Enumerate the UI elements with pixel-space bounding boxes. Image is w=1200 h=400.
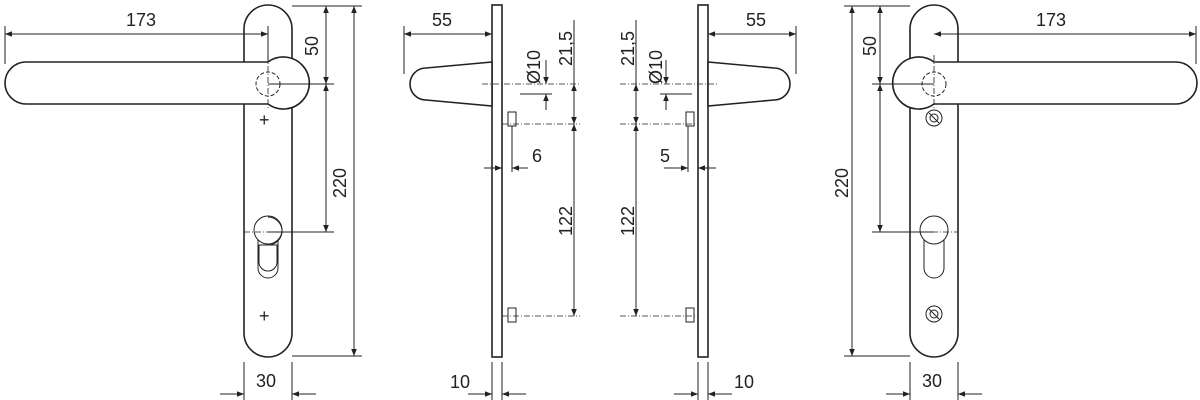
screw-head-right-top	[925, 109, 943, 127]
dim-label-projection-right: 55	[746, 10, 766, 30]
side-view-right: 55 21,5 Ø10 5 122 10	[618, 4, 797, 400]
side-lever-left	[409, 61, 493, 107]
dim-label-plate-length-right: 220	[832, 168, 852, 198]
dim-label-spindle-offset-right: 21,5	[618, 31, 638, 66]
dim-label-lever-length-right: 173	[1036, 10, 1066, 30]
dim-label-plate-thickness-right: 10	[734, 372, 754, 392]
screw-mark-left-top: +	[259, 110, 270, 130]
dim-label-screw-spacing-left: 122	[556, 206, 576, 236]
dim-label-plate-width-left: 30	[256, 371, 276, 391]
screw-head-right-bottom	[925, 305, 943, 323]
side-screw-top-right	[685, 111, 695, 127]
dim-label-screw-offset-left: 6	[532, 146, 542, 166]
dim-label-projection-left: 55	[432, 10, 452, 30]
dim-label-handle-offset-left: 50	[302, 36, 322, 56]
cylinder-hole-top-left	[253, 215, 283, 245]
cylinder-hole-top-right	[919, 215, 949, 245]
screw-mark-left-bottom: +	[259, 306, 270, 326]
front-view-right: 173 50 220 30	[832, 4, 1198, 400]
side-plate-left	[491, 4, 503, 358]
cylinder-keyhole-left	[258, 216, 283, 272]
lever-handle-left	[4, 56, 311, 110]
side-lever-right	[707, 61, 791, 107]
dim-label-spindle-offset-left: 21,5	[556, 31, 576, 66]
dim-label-spindle-diameter-left: Ø10	[524, 50, 544, 84]
front-view-left: + + 173 50 220 30	[4, 4, 362, 400]
dim-label-spindle-diameter-right: Ø10	[646, 50, 666, 84]
dim-label-lever-length-left: 173	[126, 10, 156, 30]
side-screw-bottom-left	[507, 307, 517, 323]
dim-label-screw-offset-right: 5	[660, 146, 670, 166]
cylinder-slot-left	[257, 240, 279, 279]
dim-label-plate-length-left: 220	[330, 168, 350, 198]
dim-label-plate-width-right: 30	[922, 371, 942, 391]
side-plate-right	[697, 4, 709, 358]
side-view-left: 55 Ø10 21,5 6 122 10	[403, 4, 580, 400]
cylinder-slot-right	[923, 240, 945, 279]
dim-label-screw-spacing-right: 122	[618, 206, 638, 236]
lever-handle-right	[891, 56, 1198, 110]
side-screw-bottom-right	[685, 307, 695, 323]
dim-label-plate-thickness-left: 10	[450, 372, 470, 392]
dim-label-handle-offset-right: 50	[860, 36, 880, 56]
